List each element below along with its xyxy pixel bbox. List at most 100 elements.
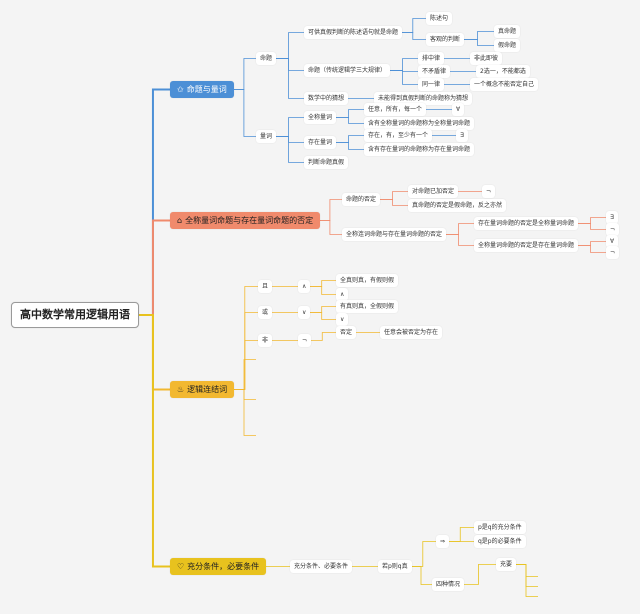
node-neg-symbol-1[interactable]: ∃ — [606, 211, 618, 224]
node-and-symbol[interactable]: ∧ — [298, 280, 311, 293]
branch-negation[interactable]: ⌂全称量词命题与存在量词命题的否定 — [170, 212, 321, 229]
node-universal-symbol[interactable]: ∀ — [452, 103, 465, 116]
node-if-then[interactable]: 若p则q真 — [378, 560, 412, 573]
connector — [578, 241, 606, 246]
node-quantified-negation[interactable]: 全称连词命题与存在量词命题的否定 — [342, 228, 447, 241]
node-conjecture[interactable]: 数学中的猜想 — [304, 92, 349, 105]
connector — [464, 39, 494, 46]
node-not-label[interactable]: 否定 — [336, 326, 357, 339]
node-or[interactable]: 或 — [258, 306, 273, 319]
node-existential-quantifier[interactable]: 存在量词 — [304, 136, 337, 149]
node-three-laws[interactable]: 命题（传统逻辑学三大规律） — [304, 64, 391, 77]
node-universal-quantifier[interactable]: 全称量词 — [304, 111, 337, 124]
node-existential-symbol[interactable]: ∃ — [456, 129, 468, 142]
branch-conditions[interactable]: ♡充分条件，必要条件 — [170, 558, 267, 575]
node-sufficient[interactable]: p是q的充分条件 — [474, 521, 526, 534]
connector — [390, 58, 418, 71]
connector — [234, 340, 258, 390]
connector-stub — [234, 389, 256, 400]
node-universal-words[interactable]: 任意，所有，每一个 — [364, 103, 427, 116]
node-neg-symbol-2[interactable]: ¬ — [606, 223, 620, 236]
connector — [336, 135, 364, 143]
connector-stub — [516, 564, 538, 597]
node-negation-symbol[interactable]: ¬ — [482, 185, 496, 198]
connector — [276, 117, 304, 137]
connector — [139, 314, 170, 568]
connector — [336, 109, 364, 118]
branch-logical-connectives[interactable]: ♨逻辑连结词 — [170, 381, 235, 398]
node-existential-def[interactable]: 含有存在量词的命题称为存在量词命题 — [364, 143, 475, 156]
node-law2-note[interactable]: 2选一，不能都选 — [476, 65, 530, 78]
branch-label: 充分条件，必要条件 — [187, 562, 260, 571]
node-or-symbol[interactable]: ∨ — [298, 306, 311, 319]
node-universal-negation[interactable]: 全称量词命题的否定是存在量词命题 — [474, 239, 579, 252]
connector — [139, 314, 170, 391]
connector — [310, 280, 336, 287]
connector — [446, 234, 474, 246]
connector — [276, 136, 304, 143]
connector — [234, 58, 256, 90]
node-not-desc[interactable]: 任意会被否定为存在 — [380, 326, 443, 339]
node-true-prop[interactable]: 真命题 — [494, 25, 521, 38]
node-and-rule[interactable]: 全真则真，有假则假 — [336, 274, 399, 287]
connector-stub — [516, 564, 538, 577]
node-necessary-and-sufficient[interactable]: 充要 — [496, 558, 517, 571]
node-universal-def[interactable]: 含有全称量词的命题称为全称量词命题 — [364, 117, 475, 130]
connector — [276, 58, 304, 71]
connector — [464, 564, 496, 585]
connector — [380, 191, 408, 200]
node-or-extra[interactable]: ∨ — [336, 313, 349, 326]
home-icon: ⌂ — [177, 216, 183, 225]
node-existential-words[interactable]: 存在，有，至少有一个 — [364, 129, 433, 142]
node-negation[interactable]: 命题的否定 — [342, 193, 381, 206]
node-judgement[interactable]: 客观的判断 — [426, 33, 465, 46]
node-law3-note[interactable]: 一个概念不能否定自己 — [470, 78, 539, 91]
connector-stub — [516, 564, 538, 587]
connector — [336, 117, 364, 124]
node-necessary[interactable]: q是p的必要条件 — [474, 535, 526, 548]
node-law-noncontradiction[interactable]: 不矛盾律 — [418, 65, 451, 78]
node-quantifier[interactable]: 量词 — [256, 130, 277, 143]
node-not-symbol[interactable]: ¬ — [298, 334, 312, 347]
connector — [578, 223, 606, 230]
node-judge-truth[interactable]: 判断命题真假 — [304, 156, 349, 169]
node-and-extra[interactable]: ∧ — [336, 288, 349, 301]
node-neg-symbol-3[interactable]: ∀ — [606, 235, 619, 248]
connector — [446, 223, 474, 235]
connector — [276, 32, 304, 59]
connector — [578, 217, 606, 224]
node-and[interactable]: 且 — [258, 280, 273, 293]
connector — [311, 332, 336, 341]
node-existential-negation[interactable]: 存在量词命题的否定是全称量词命题 — [474, 217, 579, 230]
branch-label: 命题与量词 — [186, 85, 227, 94]
connector — [412, 566, 432, 585]
node-conditions[interactable]: 充分条件、必要条件 — [290, 560, 353, 573]
node-law1-note[interactable]: 非此即彼 — [470, 52, 503, 65]
branch-label: 逻辑连结词 — [187, 385, 228, 394]
node-neg-symbol-4[interactable]: ¬ — [606, 246, 620, 259]
connector — [234, 89, 256, 137]
connector — [320, 199, 342, 221]
node-negation-rule[interactable]: 真命题的否定是假命题，反之亦然 — [408, 199, 507, 212]
node-not[interactable]: 非 — [258, 334, 273, 347]
node-four-cases[interactable]: 四种情况 — [432, 578, 465, 591]
node-law-identity[interactable]: 同一律 — [418, 78, 445, 91]
connector — [402, 18, 426, 33]
root-topic[interactable]: 高中数学常用逻辑用语 — [11, 302, 139, 328]
branch-proposition-quantifier[interactable]: ✩命题与量词 — [170, 81, 234, 98]
node-false-prop[interactable]: 假命题 — [494, 39, 521, 52]
node-conjecture-note[interactable]: 未能得到真假判断的命题称为猜想 — [374, 92, 473, 105]
connector — [310, 306, 336, 313]
node-proposition-def[interactable]: 可供真假判断的陈述语句就是命题 — [304, 26, 403, 39]
star-icon: ✩ — [177, 85, 184, 94]
connector — [139, 88, 170, 316]
node-proposition[interactable]: 命题 — [256, 52, 277, 65]
connector — [336, 142, 364, 150]
node-law-excluded-middle[interactable]: 排中律 — [418, 52, 445, 65]
node-negation-op[interactable]: 对命题已加否定 — [408, 185, 459, 198]
node-implies-symbol[interactable]: ⇒ — [436, 535, 450, 548]
fire-icon: ♨ — [177, 385, 185, 394]
node-or-rule[interactable]: 有真则真，全假则假 — [336, 300, 399, 313]
node-declarative[interactable]: 陈述句 — [426, 12, 453, 25]
